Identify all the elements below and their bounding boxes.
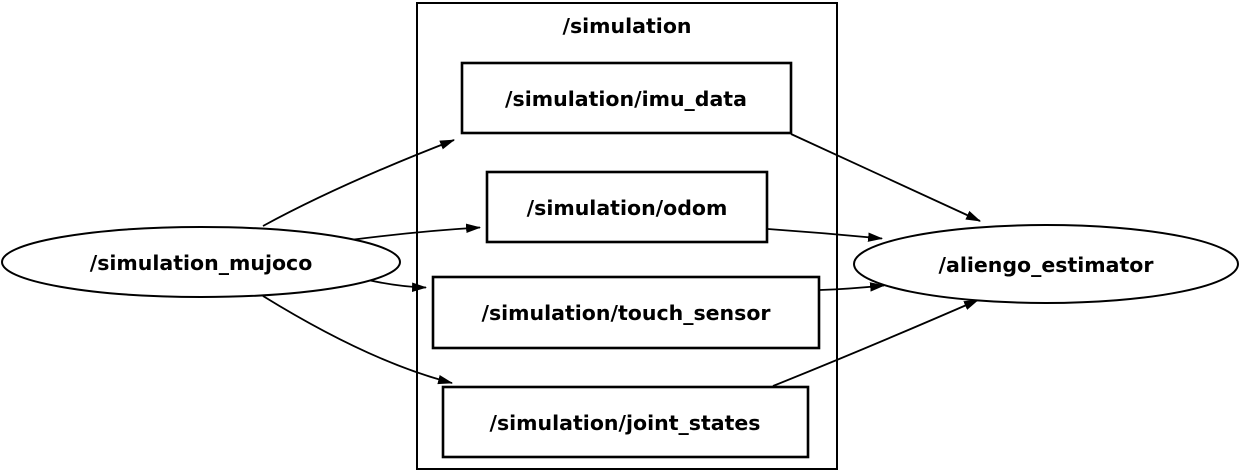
topic-box-touch-sensor [431,275,821,350]
publisher-node-simulation-mujoco: /simulation_mujoco [1,226,401,298]
topic-imu-data: /simulation/imu_data [460,61,793,135]
topic-joint-states: /simulation/joint_states [441,385,810,459]
edge-mujoco-to-imu-data [262,139,455,227]
topic-box-odom [485,170,769,244]
edge-odom-to-estimator [767,228,884,242]
edge-mujoco-to-odom [349,223,482,241]
subscriber-node-aliengo-estimator: /aliengo_estimator [853,224,1239,304]
publisher-node-ellipse [1,226,401,298]
topic-label-joint-states: /simulation/joint_states [489,411,760,435]
subscriber-node-label: /aliengo_estimator [939,253,1155,277]
subscriber-node-ellipse [853,224,1239,304]
edge-mujoco-to-touch-sensor [367,279,428,292]
edge-joint-states-to-estimator [772,299,979,387]
namespace-cluster-box [416,2,838,470]
topic-odom: /simulation/odom [485,170,769,244]
topic-touch-sensor: /simulation/touch_sensor [431,275,821,350]
publisher-node-label: /simulation_mujoco [90,251,313,275]
topic-box-joint-states [441,385,810,459]
namespace-cluster-label: /simulation [562,14,691,38]
edge-imu-data-to-estimator [790,133,981,222]
namespace-cluster: /simulation [416,2,838,470]
edge-mujoco-to-joint-states [262,295,454,385]
edge-touch-sensor-to-estimator [819,282,886,292]
topic-label-touch-sensor: /simulation/touch_sensor [481,301,771,325]
topic-label-imu-data: /simulation/imu_data [505,87,747,111]
topic-label-odom: /simulation/odom [527,196,728,220]
topic-box-imu-data [460,61,793,135]
